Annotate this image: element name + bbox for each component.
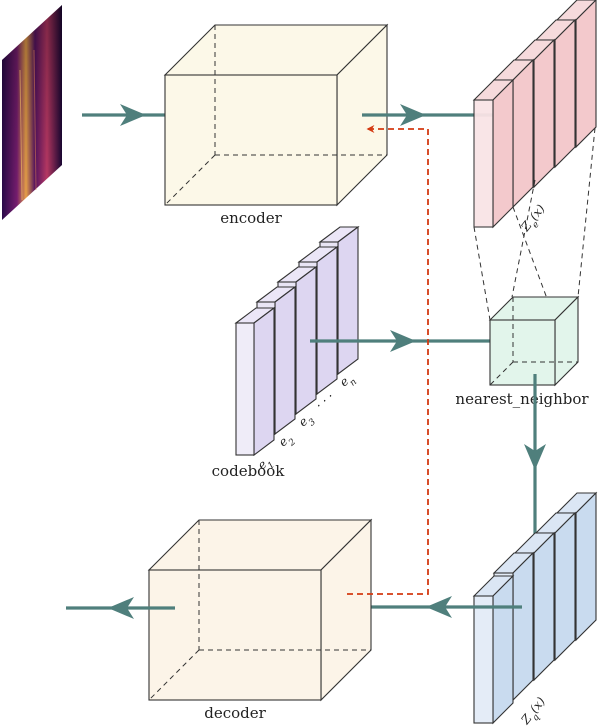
zq-stack	[472, 491, 598, 725]
decoder-cube	[147, 518, 373, 702]
ze-stack	[472, 0, 597, 229]
arrowhead-zq	[426, 596, 452, 618]
arrowhead-codebook	[390, 330, 416, 352]
zq-label: Zq(x)	[518, 694, 552, 726]
codebook-label: codebook	[212, 462, 286, 480]
codebook-stack	[234, 225, 360, 457]
en-label: en	[337, 370, 359, 393]
decoder-label: decoder	[204, 704, 266, 722]
spectrogram-icon	[2, 5, 62, 220]
encoder-cube	[163, 23, 389, 207]
e3-label: e3	[296, 410, 318, 433]
nearest-neighbor-label: nearest_neighbor	[455, 390, 589, 408]
arrowhead-output	[108, 597, 134, 619]
arrowhead-input	[120, 104, 146, 126]
gradient-passthrough-line	[347, 125, 429, 595]
arrowhead-nn	[524, 444, 546, 470]
arrowhead-encoder	[400, 104, 426, 126]
nearest-neighbor-cube	[488, 295, 580, 387]
e2-label: e2	[276, 430, 298, 453]
encoder-label: encoder	[220, 209, 282, 227]
